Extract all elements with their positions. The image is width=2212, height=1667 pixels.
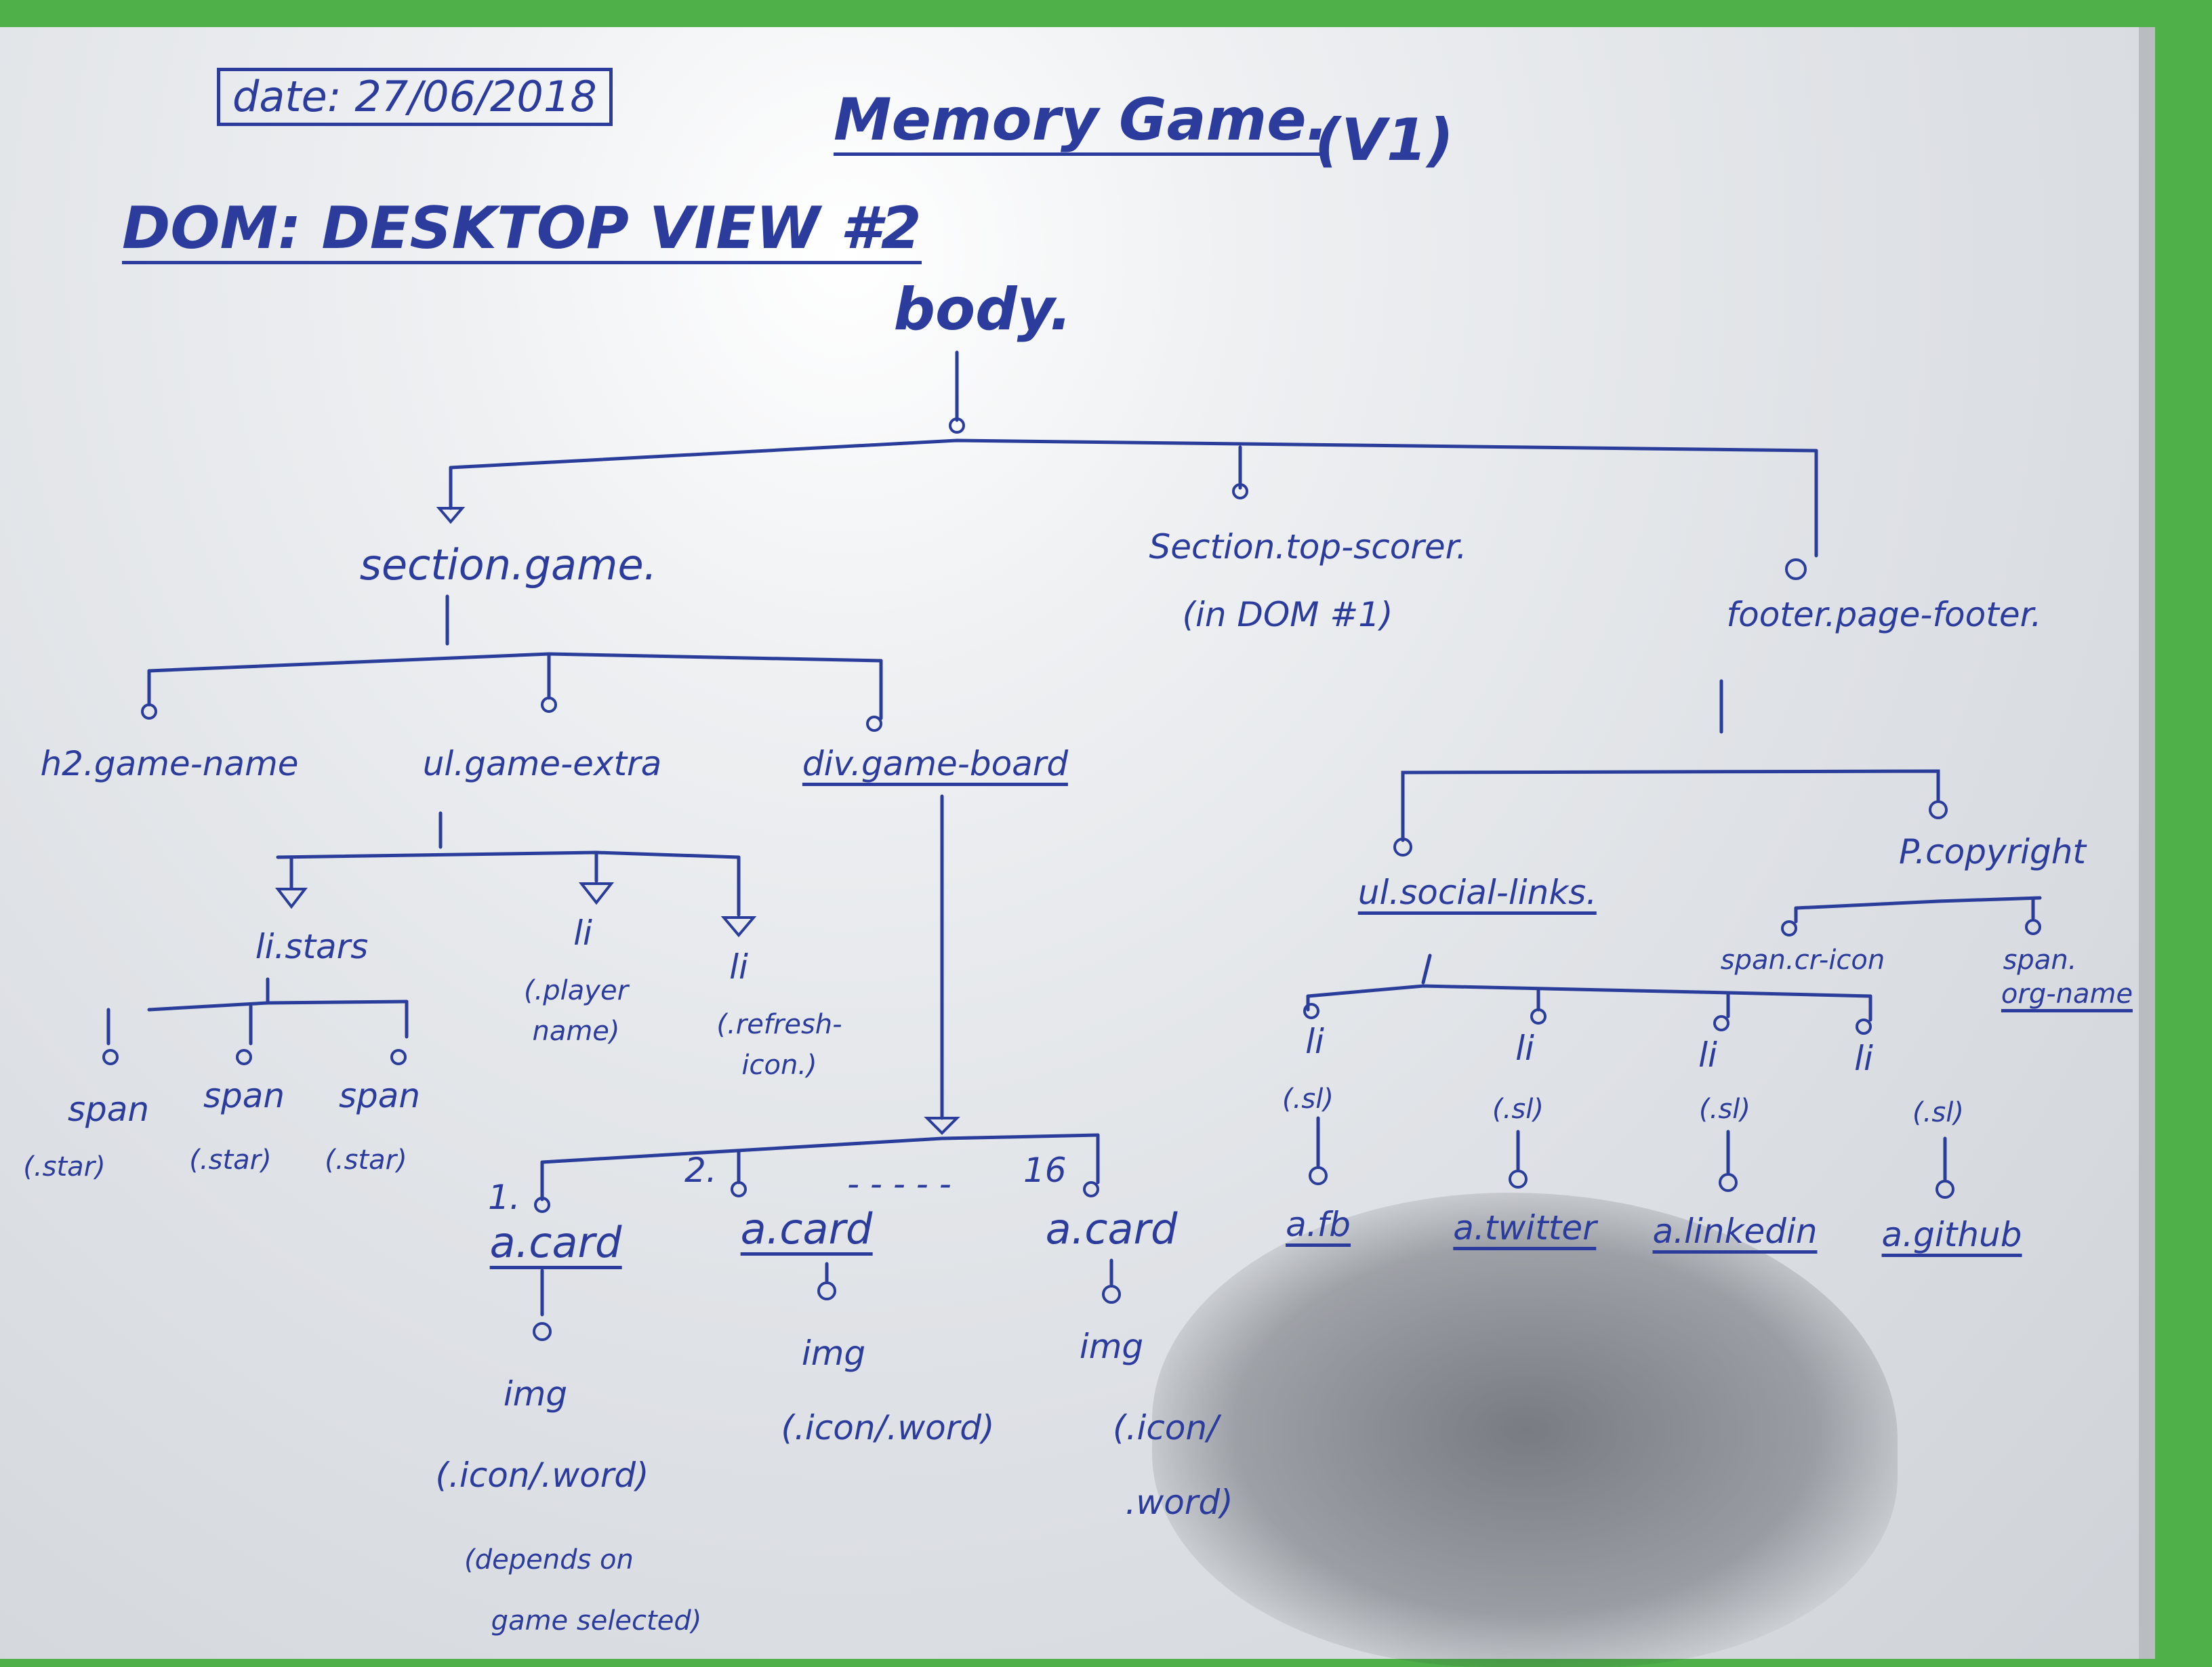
note-sl-4: (.sl) — [1912, 1097, 1964, 1128]
node-span-star-3: span — [338, 1076, 421, 1115]
node-img-1: img — [503, 1374, 568, 1414]
note-star-2: (.star) — [189, 1145, 272, 1176]
node-a-card-1: a.card — [489, 1219, 622, 1270]
node-ul-game-extra: ul.game-extra — [422, 744, 662, 783]
note-sl-2: (.sl) — [1492, 1094, 1544, 1125]
node-span-star-1: span — [67, 1090, 150, 1129]
node-li-sl-4: li — [1854, 1039, 1873, 1078]
node-li-player: li — [573, 913, 592, 953]
node-li-sl-2: li — [1515, 1029, 1534, 1068]
node-p-copyright: P.copyright — [1898, 832, 2087, 871]
note-refresh-1: (.refresh- — [716, 1009, 842, 1040]
node-body: body. — [893, 276, 1072, 344]
node-section-game: section.game. — [359, 540, 657, 590]
board-title: Memory Game. — [834, 88, 1329, 156]
note-img-1-depends: (depends on — [464, 1544, 634, 1576]
note-img-16-2: .word) — [1125, 1483, 1233, 1522]
note-sl-1: (.sl) — [1282, 1084, 1334, 1115]
node-h2-game-name: h2.game-name — [40, 744, 299, 783]
node-ul-social-links: ul.social-links. — [1357, 874, 1597, 915]
node-footer: footer.page-footer. — [1726, 595, 2042, 634]
node-li-sl-3: li — [1698, 1035, 1717, 1075]
node-img-16: img — [1079, 1327, 1144, 1366]
note-refresh-2: icon.) — [741, 1050, 817, 1081]
node-a-fb: a.fb — [1286, 1206, 1351, 1247]
node-a-card-2: a.card — [740, 1206, 873, 1256]
whiteboard — [0, 27, 2155, 1659]
node-span-org-name: org-name — [2001, 979, 2133, 1012]
node-img-2: img — [801, 1334, 866, 1373]
note-in-dom: (in DOM #1) — [1182, 595, 1393, 634]
board-version: (V1) — [1315, 106, 1454, 174]
note-sl-3: (.sl) — [1699, 1094, 1750, 1125]
card-number-2: 2. — [684, 1151, 717, 1190]
card-dots: - - - - - — [847, 1164, 951, 1203]
note-img-2: (.icon/.word) — [781, 1408, 995, 1447]
note-player-name-2: name) — [532, 1016, 620, 1047]
board-subtitle: DOM: DESKTOP VIEW #2 — [122, 197, 922, 264]
note-star-1: (.star) — [23, 1151, 106, 1182]
note-img-1-selected: game selected) — [491, 1605, 702, 1637]
note-img-16-1: (.icon/ — [1113, 1408, 1218, 1447]
node-div-game-board: div.game-board — [802, 745, 1069, 786]
date-box: date: 27/06/2018 — [217, 68, 613, 127]
note-star-3: (.star) — [325, 1145, 407, 1176]
node-span-cr-icon: span.cr-icon — [1720, 945, 1885, 976]
node-li-refresh: li — [729, 947, 748, 987]
node-a-card-16: a.card — [1045, 1204, 1178, 1254]
node-span-org: span. — [2003, 945, 2077, 976]
node-section-top-scorer: Section.top-scorer. — [1149, 527, 1467, 567]
node-a-twitter: a.twitter — [1453, 1210, 1597, 1250]
node-span-star-2: span — [203, 1076, 285, 1115]
note-img-1: (.icon/.word) — [435, 1456, 649, 1495]
node-a-linkedin: a.linkedin — [1652, 1213, 1818, 1254]
node-li-sl-1: li — [1305, 1022, 1324, 1061]
card-number-1: 1. — [488, 1178, 520, 1217]
node-a-github: a.github — [1881, 1216, 2022, 1257]
card-number-16: 16 — [1023, 1151, 1067, 1190]
note-player-name-1: (.player — [523, 975, 629, 1006]
node-li-stars: li.stars — [255, 927, 369, 966]
